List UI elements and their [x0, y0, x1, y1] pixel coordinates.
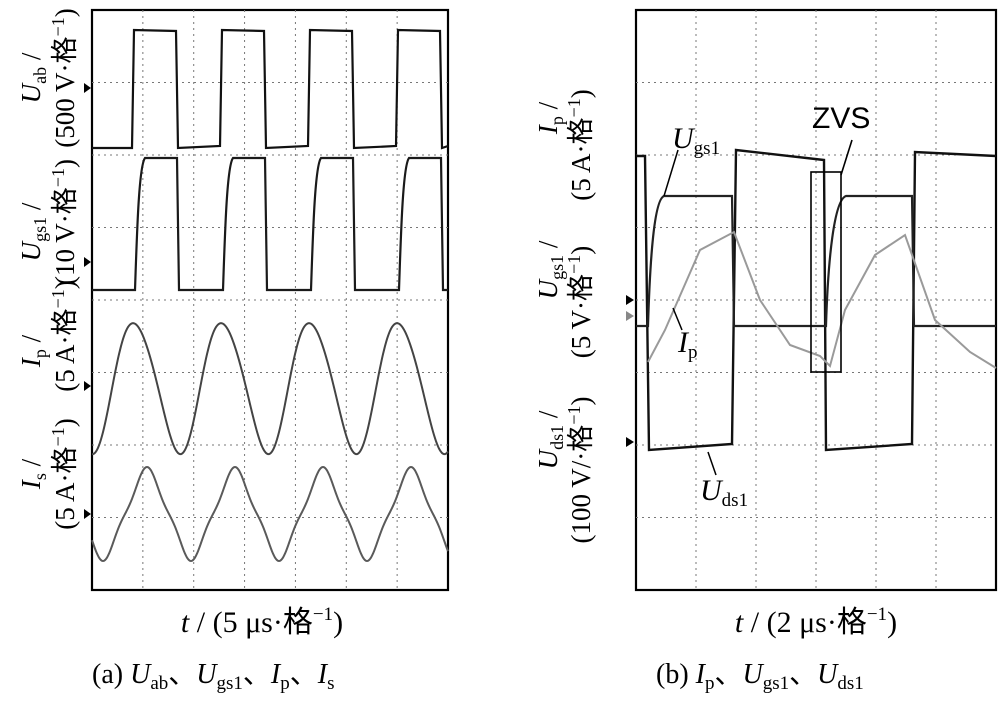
channel-marker-ugs1: [626, 311, 634, 321]
series-line-ip: [92, 322, 449, 456]
panel-b-ylabel-ugs1: Ugs1 /: [533, 240, 567, 299]
zvs-box: [810, 171, 842, 373]
panel-b-ylabel-ip: Ip /: [533, 101, 567, 135]
panel-a-ylabels: Uab / (500 V·格−1) Ugs1 / (10 V·格−1) Ip / (…: [16, 8, 80, 529]
channel-marker-uds1: [626, 437, 634, 447]
panel-a-traces: [91, 28, 449, 563]
series-line-uab: [92, 28, 449, 150]
series-line-ip: [647, 230, 997, 369]
ip-leader: [672, 307, 683, 331]
zvs-label: ZVS: [812, 102, 870, 135]
channel-marker-ugs1: [84, 257, 91, 267]
panel-b-xlabel: t / (2 μs·格−1): [735, 604, 897, 639]
series-line-is: [91, 465, 449, 563]
series-line-ugs1: [92, 156, 448, 292]
panel-a-yscale-is: (5 A·格−1): [48, 418, 80, 529]
panel-a-ylabel-ugs1: Ugs1 /: [16, 202, 50, 261]
trace-label-ip: Ip: [677, 326, 698, 363]
panel-b-grid: [636, 10, 996, 590]
channel-marker-ip: [626, 295, 634, 305]
panel-b: Ip / (5 A·格−1) Ugs1 / (5 V·格−1) Uds1 / (10…: [533, 8, 998, 592]
ugs1-leader: [663, 149, 679, 197]
panel-b-ylabel-uds1: Uds1 /: [533, 410, 567, 469]
panel-a-markers: [84, 83, 91, 519]
panel-b-caption: (b) Ip、Ugs1、Uds1: [656, 659, 864, 694]
panel-a-ylabel-is: Is /: [16, 458, 50, 490]
panel-a-yscale-ugs1: (10 V·格−1): [48, 159, 80, 285]
panel-a-xlabel: t / (5 μs·格−1): [181, 604, 343, 639]
panel-a-ylabel-uab: Uab /: [16, 52, 50, 103]
panel-b-markers: [626, 295, 634, 447]
trace-label-ugs1: Ugs1: [672, 122, 720, 159]
channel-marker-ip: [84, 381, 91, 391]
panel-a: Uab / (500 V·格−1) Ugs1 / (10 V·格−1) Ip / (…: [16, 8, 450, 592]
uds1-leader: [707, 451, 717, 476]
trace-label-uds1: Uds1: [700, 474, 748, 511]
channel-marker-uab: [84, 83, 91, 93]
panel-a-grid: [92, 10, 448, 590]
panel-b-yscale-ip: (5 A·格−1): [564, 89, 596, 200]
panel-a-ylabel-ip: Ip /: [16, 334, 50, 368]
panel-b-yscale-uds1: (100 V/·格−1): [564, 397, 596, 544]
zvs-leader: [840, 139, 853, 176]
panel-b-yscale-ugs1: (5 V·格−1): [564, 246, 596, 358]
panel-a-yscale-ip: (5 A·格−1): [48, 280, 80, 391]
channel-marker-is: [84, 509, 91, 519]
panel-a-yscale-uab: (500 V·格−1): [48, 8, 80, 147]
panel-a-caption: (a) Uab、Ugs1、Ip、Is: [92, 659, 335, 694]
panel-b-ylabels: Ip / (5 A·格−1) Ugs1 / (5 V·格−1) Uds1 / (10…: [533, 89, 596, 543]
